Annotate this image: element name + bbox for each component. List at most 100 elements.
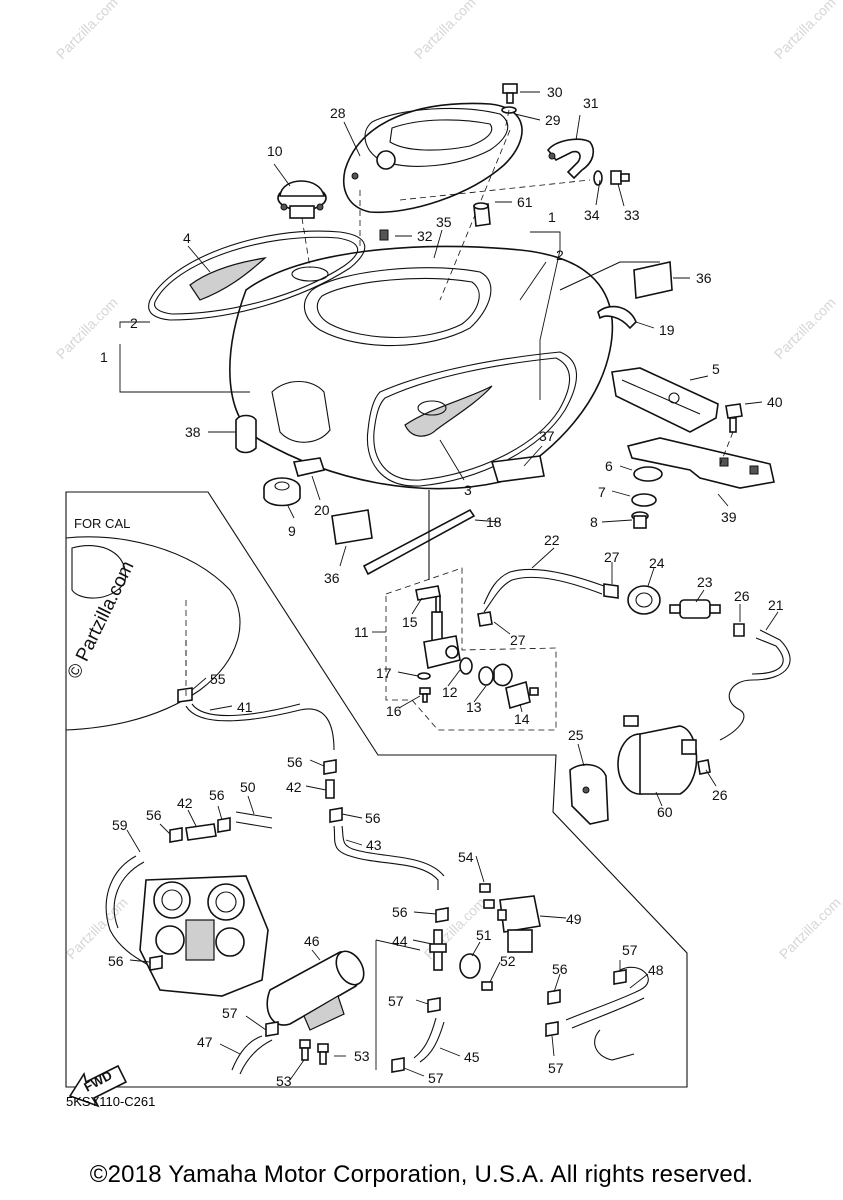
callout-20: 20 [314, 502, 330, 518]
bolt-8 [631, 511, 649, 529]
left-gasket-outline [148, 230, 366, 321]
callout-58: 56 [108, 953, 124, 969]
callout-6: 6 [605, 458, 613, 474]
callout-12: 12 [442, 684, 458, 700]
callout-18: 18 [486, 514, 502, 530]
callout-42-upper: 42 [286, 779, 302, 795]
clip-57-c [391, 1057, 405, 1073]
cover-14 [505, 680, 531, 710]
left-emblem-4 [189, 257, 267, 301]
callout-17: 17 [376, 665, 392, 681]
clip-55 [177, 687, 193, 703]
callout-26-bottom: 26 [712, 787, 728, 803]
solenoid-valve-49 [497, 895, 541, 953]
bolt-53-a [299, 1039, 311, 1061]
callout-60: 60 [657, 804, 673, 820]
bracket-5 [611, 367, 719, 433]
damper-20 [292, 457, 326, 477]
callout-56-c: 56 [209, 787, 225, 803]
clip-56-e [435, 907, 449, 923]
part-51 [459, 953, 481, 979]
cap-24 [627, 585, 661, 615]
callout-21: 21 [768, 597, 784, 613]
callout-36-lower: 36 [324, 570, 340, 586]
bracket-39 [626, 437, 775, 489]
fuel-cap [277, 180, 327, 219]
damper-6 [633, 466, 663, 482]
fuel-pump-60 [617, 715, 698, 795]
callout-48: 48 [648, 962, 664, 978]
damper-9 [263, 477, 301, 507]
callout-26-top: 26 [734, 588, 750, 604]
callout-50: 50 [240, 779, 256, 795]
bolt-53-b [317, 1043, 329, 1065]
callout-55: 55 [210, 671, 226, 687]
damper-37 [490, 455, 545, 483]
cal-tank-partial [65, 536, 241, 731]
callout-56-a: 56 [287, 754, 303, 770]
tank-body [229, 245, 614, 490]
callout-43: 43 [366, 837, 382, 853]
callout-45: 45 [464, 1049, 480, 1065]
screw-14 [529, 687, 539, 696]
bolt-40 [725, 403, 743, 433]
callout-46: 46 [304, 933, 320, 949]
tank-side-panel-right [366, 351, 578, 487]
tank-front-cutout [271, 381, 331, 443]
callout-40: 40 [767, 394, 783, 410]
screw-52 [481, 981, 493, 991]
hose-43 [333, 825, 439, 890]
callout-24: 24 [649, 555, 665, 571]
callout-38: 38 [185, 424, 201, 440]
clip-56-c [169, 827, 183, 843]
watermark-br: Partzilla.com [776, 894, 843, 962]
fuel-cock-box [385, 567, 557, 731]
hose-21 [719, 629, 791, 741]
callout-19: 19 [659, 322, 675, 338]
bracket-31 [546, 138, 595, 180]
callout-29: 29 [545, 112, 561, 128]
callout-56-e: 56 [392, 904, 408, 920]
callout-5: 5 [712, 361, 720, 377]
callout-1-left: 1 [100, 349, 108, 365]
for-cal-label: FOR CAL [74, 516, 130, 531]
hose-22 [483, 568, 605, 605]
watermark-tc: Partzilla.com [411, 0, 479, 62]
callout-32: 32 [417, 228, 433, 244]
fuel-filter-23 [669, 599, 721, 619]
filter-13 [493, 663, 513, 687]
callout-4: 4 [183, 230, 191, 246]
tank-top-opening [303, 267, 492, 347]
callout-37: 37 [539, 428, 555, 444]
carburetors [139, 875, 269, 997]
callout-11: 11 [354, 624, 369, 640]
o-ring-13 [478, 666, 494, 686]
bracket-25 [569, 763, 609, 825]
pad-36-top [633, 261, 673, 299]
watermark-tl: Partzilla.com [53, 0, 121, 62]
callout-25: 25 [568, 727, 584, 743]
callout-57-e: 57 [548, 1060, 564, 1076]
callout-42-left: 42 [177, 795, 193, 811]
callout-39: 39 [721, 509, 737, 525]
callout-53-right: 53 [354, 1048, 370, 1064]
callout-57-a: 57 [222, 1005, 238, 1021]
partzilla-watermark-large: © Partzilla.com [64, 558, 139, 682]
watermark-ml: Partzilla.com [53, 294, 121, 362]
tank-side-panel-right-inner [373, 357, 571, 481]
cal-tank-emblem [71, 545, 127, 599]
watermark-mr: Partzilla.com [771, 294, 839, 362]
fitting-44 [429, 929, 447, 971]
fuel-tank [229, 245, 614, 490]
callout-41: 41 [237, 699, 253, 715]
callout-34: 34 [584, 207, 600, 223]
callout-47: 47 [197, 1034, 213, 1050]
clip-57-a [265, 1021, 279, 1037]
washer-7 [631, 493, 657, 507]
callout-22: 22 [544, 532, 560, 548]
fwd-arrow: FWD [68, 1064, 128, 1108]
diagram-code: 5KSY110-C261 [66, 1094, 156, 1109]
clamp-26-b [697, 759, 711, 775]
cal-inset-frame [65, 491, 688, 1088]
callout-54: 54 [458, 849, 474, 865]
